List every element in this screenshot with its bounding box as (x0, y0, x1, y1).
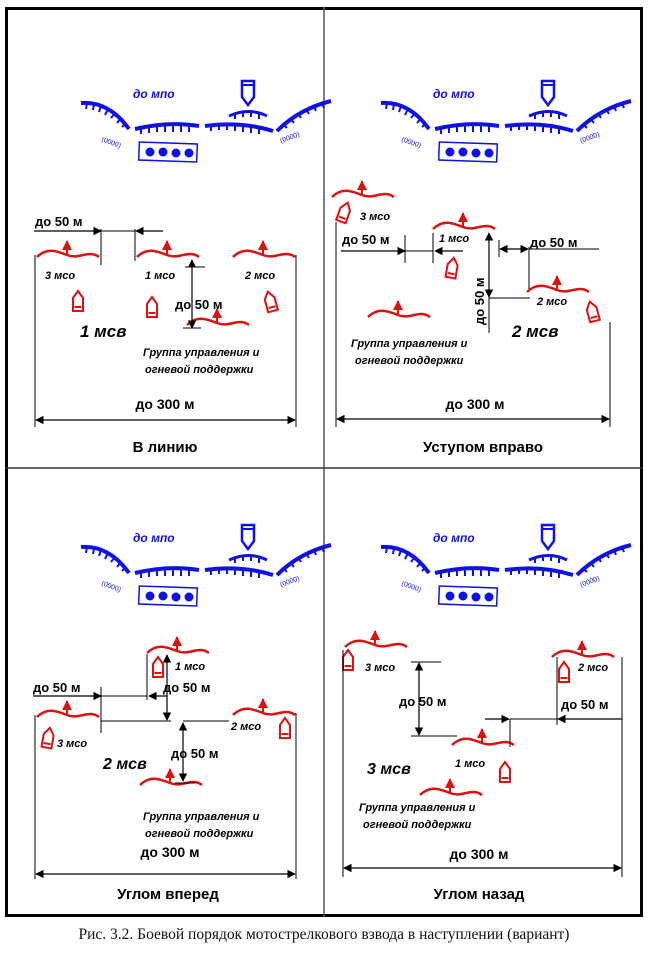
squad-label: 3 мсо (45, 270, 75, 282)
squad-line-2 (552, 641, 614, 657)
support-line (420, 779, 482, 795)
vehicle-icon (152, 656, 164, 678)
enemy-position: до мпо (79, 523, 333, 609)
squad-line-3 (37, 241, 99, 257)
vehicle-icon (262, 289, 279, 314)
squad-label: 1 мсо (439, 233, 469, 245)
vehicle-icon (72, 290, 84, 312)
squad-label: 2 мсо (230, 721, 261, 733)
enemy-label: до мпо (433, 531, 475, 545)
vehicle-icon (335, 200, 354, 225)
gap-label: до 50 м (530, 235, 578, 250)
depth-label: до 50 м (171, 746, 219, 761)
support-group-label: огневой поддержки (145, 364, 254, 376)
width-label: до 300 м (446, 396, 505, 412)
vehicle-icon (279, 717, 291, 739)
squad-label: 2 мсо (577, 662, 608, 674)
support-group-label: Группа управления и (143, 811, 260, 823)
enemy-position: до мпо (379, 79, 633, 165)
vehicle-icon (342, 649, 354, 671)
gap-label: до 50 м (35, 214, 83, 229)
support-group-label: Группа управления и (143, 347, 260, 359)
panel-echelon-right: до мпо 3 мсо 1 мсо 2 мсо 2 мсв Группа уп… (332, 79, 633, 456)
support-group-label: огневой поддержки (363, 819, 472, 831)
platoon-label: 2 мсв (102, 756, 147, 773)
enemy-label: до мпо (433, 87, 475, 101)
vehicle-icon (499, 761, 511, 783)
squad-label: 3 мсо (57, 738, 87, 750)
squad-line-2 (527, 276, 589, 292)
enemy-position: до мпо (379, 523, 633, 609)
panel-title: Уступом вправо (423, 439, 543, 456)
depth-label: до 50 м (472, 278, 487, 326)
vehicle-icon (40, 726, 56, 750)
squad-line-2 (233, 699, 295, 715)
figure-frame: (0000) (0000) до мпо 3 мсо 1 мсо 2 мсо 1 (5, 7, 643, 917)
panel-title: В линию (133, 439, 198, 456)
width-label: до 300 м (136, 396, 195, 412)
support-group-label: огневой поддержки (145, 828, 254, 840)
panel-line: до мпо 3 мсо 1 мсо 2 мсо 1 мсв Группа уп… (34, 79, 333, 456)
squad-line-1 (137, 241, 199, 257)
squad-line-1 (452, 729, 514, 745)
squad-line-3 (37, 701, 99, 717)
enemy-label: до мпо (133, 531, 175, 545)
diagram-canvas: (0000) (0000) до мпо 3 мсо 1 мсо 2 мсо 1 (5, 7, 643, 917)
support-line (368, 301, 430, 317)
squad-label: 2 мсо (536, 296, 567, 308)
depth-label: до 50 м (175, 297, 223, 312)
vehicle-icon (558, 661, 570, 683)
squad-line-3 (332, 181, 394, 197)
enemy-position: до мпо (79, 79, 333, 165)
squad-label: 1 мсо (455, 758, 485, 770)
depth-label: до 50 м (399, 694, 447, 709)
support-group-label: огневой поддержки (355, 355, 464, 367)
squad-label: 1 мсо (145, 270, 175, 282)
enemy-label: до мпо (133, 87, 175, 101)
vehicle-icon (584, 299, 601, 324)
depth-label: до 50 м (163, 680, 211, 695)
vehicle-icon (444, 256, 460, 280)
squad-line-1 (147, 637, 209, 653)
width-label: до 300 м (141, 844, 200, 860)
squad-line-3 (345, 631, 407, 647)
figure-caption: Рис. 3.2. Боевой порядок мотострелкового… (78, 926, 570, 943)
squad-label: 3 мсо (360, 211, 390, 223)
support-group-label: Группа управления и (351, 338, 468, 350)
support-group-label: Группа управления и (359, 802, 476, 814)
width-label: до 300 м (450, 846, 509, 862)
squad-label: 3 мсо (365, 662, 395, 674)
vehicle-icon (146, 296, 158, 318)
panel-wedge-back: до мпо 3 мсо 2 мсо 1 мсо 3 мсв Группа уп… (342, 523, 633, 903)
squad-line-1 (433, 213, 495, 229)
gap-label: до 50 м (342, 232, 390, 247)
platoon-label: 1 мсв (80, 322, 126, 341)
gap-label: до 50 м (33, 680, 81, 695)
squad-label: 2 мсо (244, 270, 275, 282)
platoon-label: 2 мсв (511, 322, 558, 341)
gap-label: до 50 м (561, 697, 609, 712)
squad-label: 1 мсо (175, 661, 205, 673)
panel-wedge-forward: до мпо 1 мсо 3 мсо 2 мсо 2 мсв Группа уп… (33, 523, 333, 903)
panel-title: Углом вперед (117, 886, 219, 903)
squad-line-2 (233, 241, 295, 257)
platoon-label: 3 мсв (367, 761, 411, 778)
panel-title: Углом назад (434, 886, 525, 903)
